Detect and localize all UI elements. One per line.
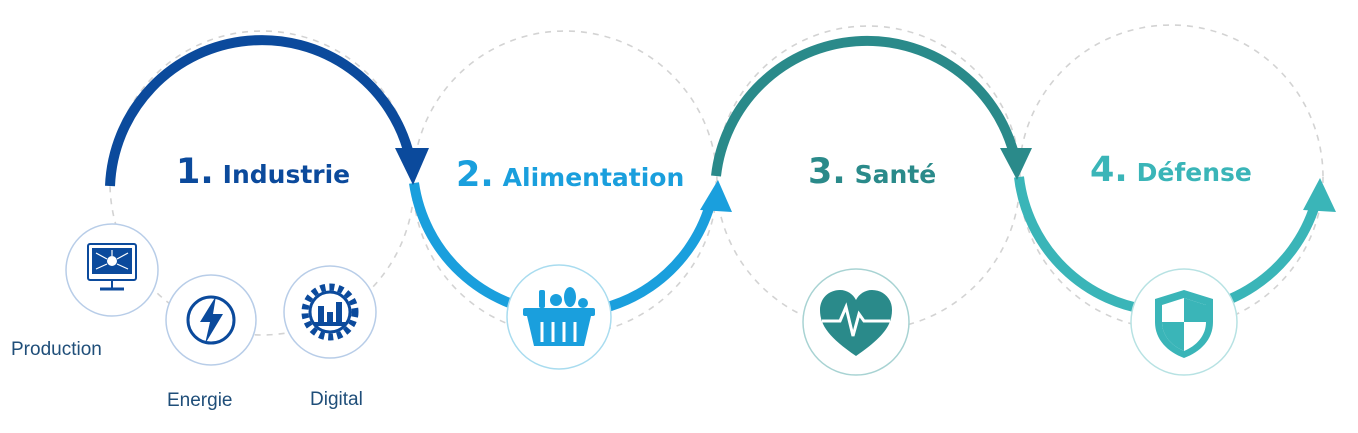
arrow-heads: [395, 148, 1336, 212]
step-number: 1.: [176, 152, 214, 192]
step-title-sante: 3. Santé: [808, 152, 936, 192]
step-label: Défense: [1136, 158, 1252, 187]
arrow-1: [105, 35, 415, 187]
sub-label-energie: Energie: [167, 390, 233, 411]
monitor-circuit-icon: [87, 243, 137, 291]
lightning-bolt-icon: [186, 295, 236, 345]
step-number: 4.: [1090, 150, 1128, 190]
food-basket-icon: [523, 287, 595, 346]
shield-icon: [1155, 290, 1213, 358]
flow-arrows: [105, 35, 1320, 319]
step-number: 3.: [808, 152, 846, 192]
arrowhead-4: [1303, 178, 1336, 212]
step-title-defense: 4. Défense: [1090, 150, 1252, 190]
sub-label-digital: Digital: [310, 389, 363, 410]
arrowhead-3: [1000, 148, 1032, 180]
step-label: Santé: [854, 160, 937, 189]
step-label: Alimentation: [502, 163, 685, 192]
alimentation-icon-circle: [506, 264, 612, 370]
sub-label-production: Production: [11, 339, 102, 360]
factory-gear-icon: [301, 283, 359, 341]
step-number: 2.: [456, 155, 494, 195]
arrowhead-1: [395, 148, 429, 185]
sante-icon-circle: [802, 268, 910, 376]
digital-icon-circle: [283, 265, 377, 359]
energie-icon-circle: [165, 274, 257, 366]
arrowhead-2: [700, 180, 732, 212]
guide-circle-4: [1018, 24, 1324, 330]
heart-pulse-icon: [820, 290, 892, 356]
arrow-3: [711, 35, 1019, 177]
defense-icon-circle: [1130, 268, 1238, 376]
step-title-alimentation: 2. Alimentation: [456, 155, 684, 195]
production-icon-circle: [65, 223, 159, 317]
step-title-industrie: 1. Industrie: [176, 152, 350, 192]
step-label: Industrie: [222, 160, 351, 189]
